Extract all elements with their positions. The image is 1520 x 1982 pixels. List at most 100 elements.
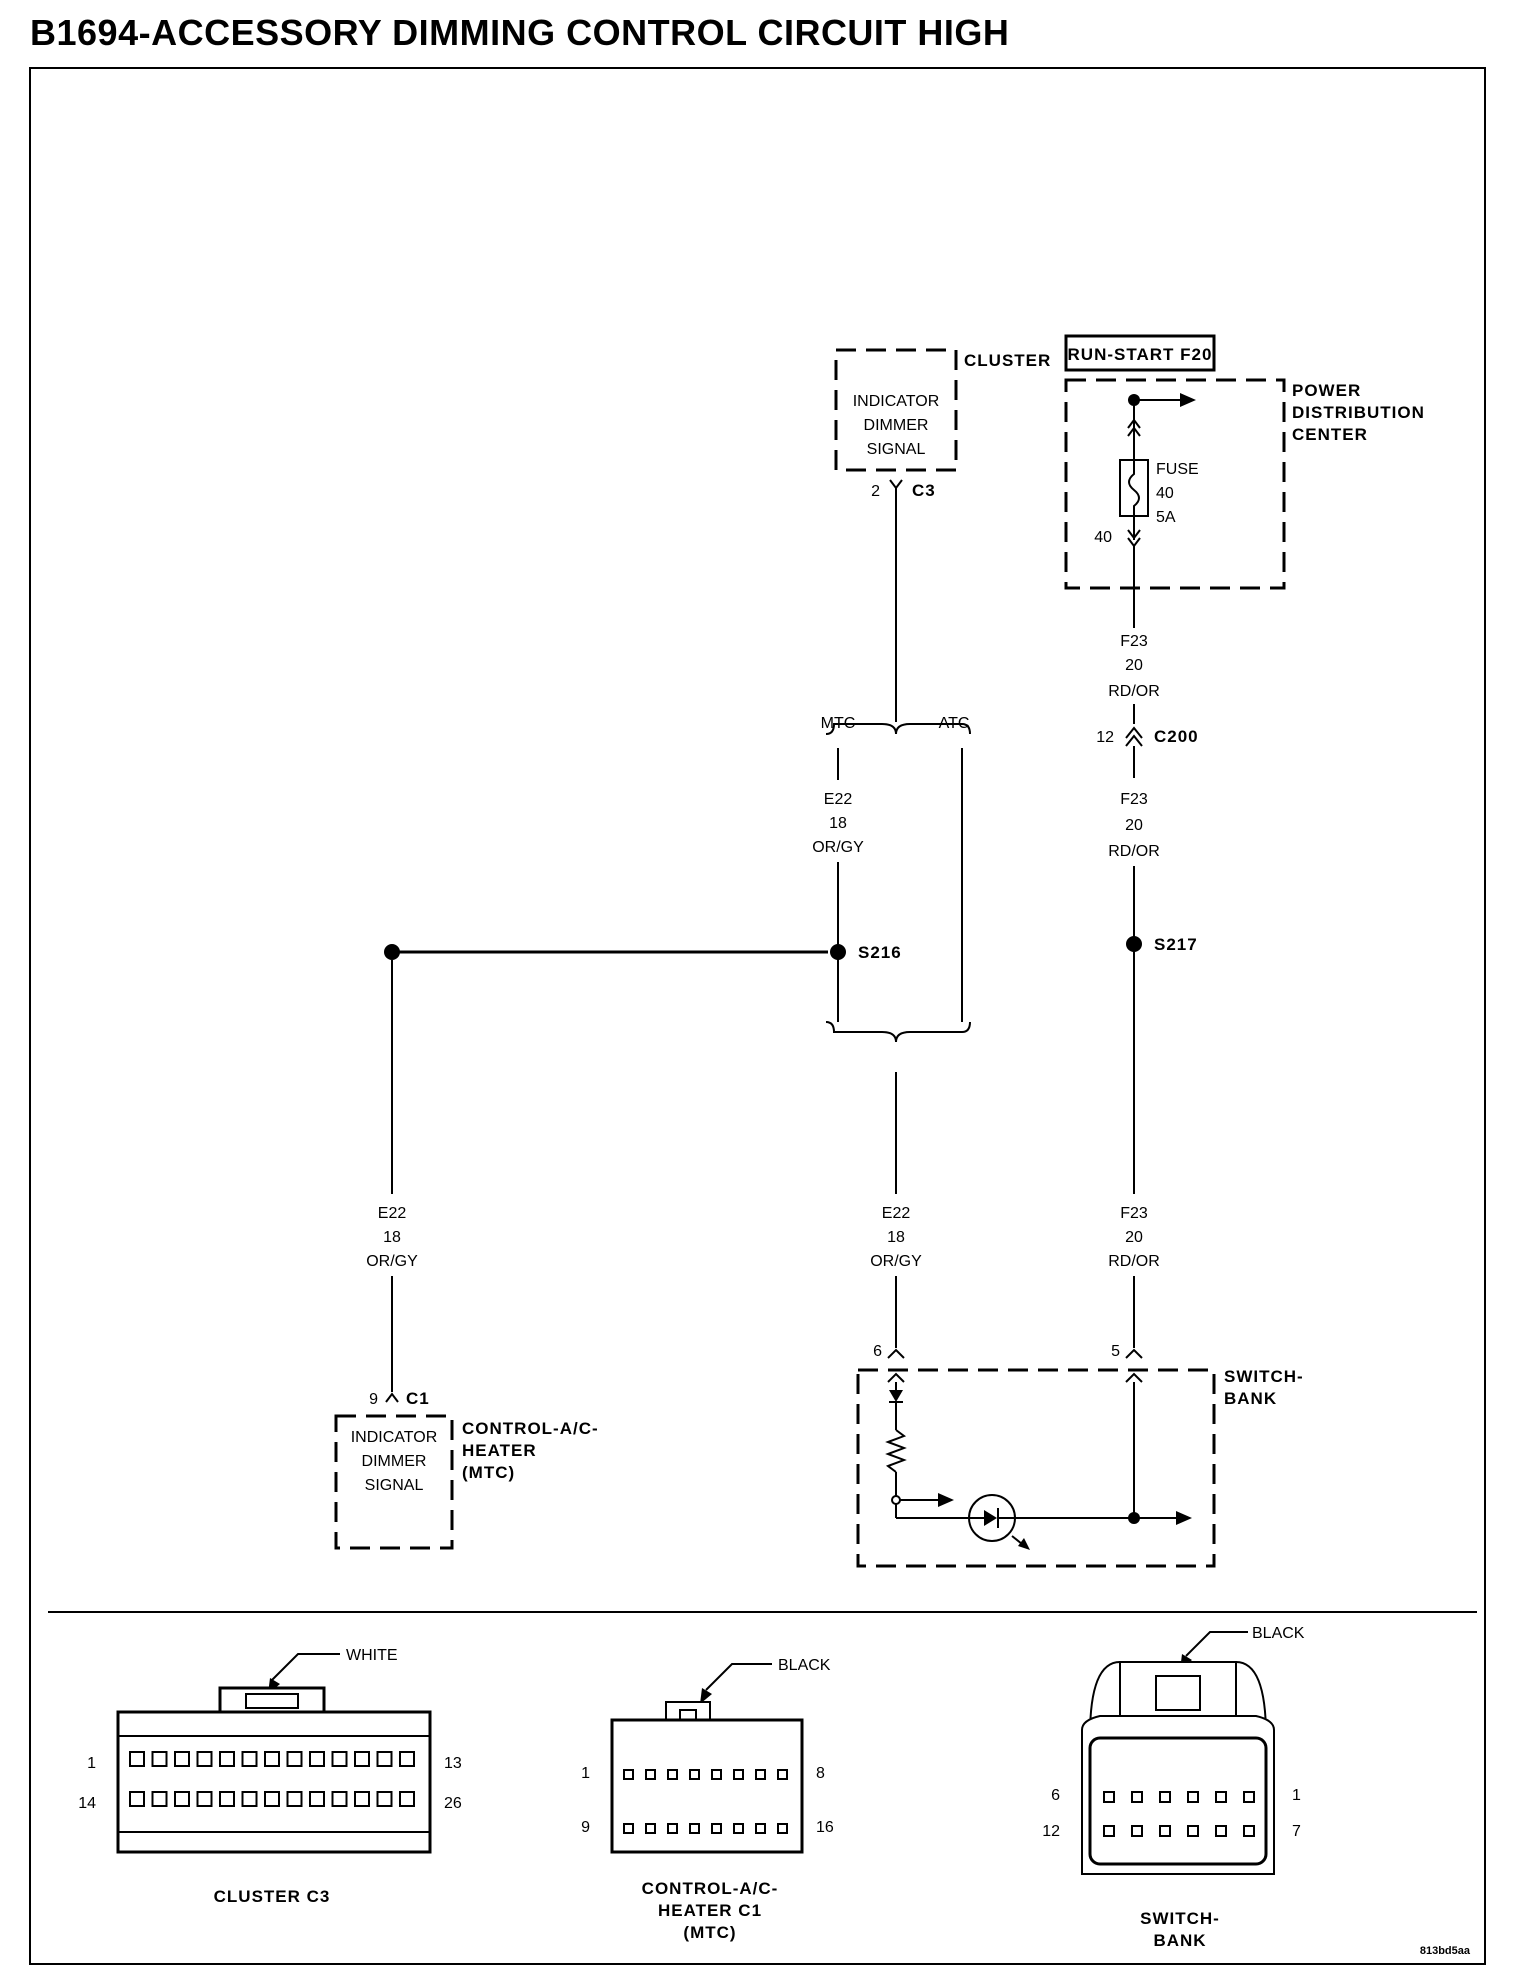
splice-s217 xyxy=(1126,936,1142,952)
c3-pin-cavity xyxy=(331,1751,348,1767)
control-c1-color: BLACK xyxy=(778,1657,831,1674)
switch-view-pin-bottom-right: 7 xyxy=(1292,1823,1301,1840)
e22-upper-circuit: E22 xyxy=(824,791,853,808)
c1-pin-cavity xyxy=(667,1823,678,1834)
c1-pin-cavity xyxy=(777,1823,788,1834)
control-c1-view: BLACK 1 8 9 16 CONTROL-A/C- HEATER C1 (M… xyxy=(581,1657,834,1942)
branch-mtc-label: MTC xyxy=(821,715,856,732)
c3-pin-cavity xyxy=(129,1751,145,1767)
e22-left-gauge: 18 xyxy=(383,1229,401,1246)
splice-s216-label: S216 xyxy=(858,943,902,962)
cluster-pin: 2 xyxy=(871,483,880,500)
c1-pin-cavity xyxy=(689,1769,700,1780)
switch-pin-cavity xyxy=(1215,1791,1227,1803)
e22-lower-circuit: E22 xyxy=(882,1205,911,1222)
f23-upper-gauge: 20 xyxy=(1125,657,1143,674)
c1-pin-cavity xyxy=(667,1769,678,1780)
f23-middle-color: RD/OR xyxy=(1108,843,1160,860)
switch-pin-cavity xyxy=(1159,1791,1171,1803)
e22-upper-color: OR/GY xyxy=(812,839,864,856)
control-c1-caption-line3: (MTC) xyxy=(683,1923,736,1942)
cluster-c3-view: WHITE 1 13 14 26 CLUSTER C3 xyxy=(78,1647,462,1906)
c1-pin-cavity xyxy=(623,1823,634,1834)
cluster-c3-color: WHITE xyxy=(346,1647,398,1664)
cluster-c3-pin-grid xyxy=(129,1751,415,1807)
e22-lower-color: OR/GY xyxy=(870,1253,922,1270)
switch-view-pin-top-right: 1 xyxy=(1292,1787,1301,1804)
control-function-line3: SIGNAL xyxy=(365,1477,424,1494)
c3-pin-cavity xyxy=(399,1751,415,1767)
e22-lower-gauge: 18 xyxy=(887,1229,905,1246)
control-function-line2: DIMMER xyxy=(362,1453,427,1470)
switch-view-pin-top-left: 6 xyxy=(1051,1787,1060,1804)
switch-pin-cavity xyxy=(1243,1791,1255,1803)
fuse-number: 40 xyxy=(1156,485,1174,502)
c1-pin-cavity xyxy=(711,1769,722,1780)
control-ac-heater-component: 9 C1 INDICATOR DIMMER SIGNAL CONTROL-A/C… xyxy=(334,1389,598,1550)
switch-pin-left: 6 xyxy=(873,1343,882,1360)
pdc-component: RUN-START F20 POWER DISTRIBUTION CENTER … xyxy=(1064,334,1425,590)
switch-pin-right: 5 xyxy=(1111,1343,1120,1360)
f23-lower-circuit: F23 xyxy=(1120,1205,1148,1222)
control-c1-caption-line1: CONTROL-A/C- xyxy=(642,1879,779,1898)
c3-pin-cavity xyxy=(354,1751,370,1767)
control-name-line2: HEATER xyxy=(462,1441,537,1460)
f23-lower-color: RD/OR xyxy=(1108,1253,1160,1270)
c200-label: C200 xyxy=(1154,727,1199,746)
c3-pin-bottom-left: 14 xyxy=(78,1795,96,1812)
switch-view-caption-line1: SWITCH- xyxy=(1140,1909,1220,1928)
c3-pin-cavity xyxy=(309,1751,325,1767)
pdc-pin: 40 xyxy=(1094,529,1112,546)
control-connector: C1 xyxy=(406,1389,430,1408)
c3-pin-cavity xyxy=(286,1791,303,1807)
cluster-function-line2: DIMMER xyxy=(864,417,929,434)
switch-pin-cavity xyxy=(1103,1791,1115,1803)
cluster-function-line1: INDICATOR xyxy=(853,393,940,410)
switch-view-color: BLACK xyxy=(1252,1625,1305,1642)
switch-pin-cavity xyxy=(1159,1825,1171,1837)
e22-upper-gauge: 18 xyxy=(829,815,847,832)
fuse-tag: RUN-START F20 xyxy=(1068,345,1213,364)
c3-pin-cavity xyxy=(219,1751,235,1767)
cluster-connector: C3 xyxy=(912,481,936,500)
switch-name-line2: BANK xyxy=(1224,1389,1277,1408)
fuse-rating: 5A xyxy=(1156,509,1176,526)
c3-pin-cavity xyxy=(196,1791,213,1807)
c1-pin-cavity xyxy=(755,1823,766,1834)
f23-upper-circuit: F23 xyxy=(1120,633,1148,650)
switch-pin-cavity xyxy=(1103,1825,1115,1837)
splice-left-node xyxy=(384,944,400,960)
c3-pin-cavity xyxy=(399,1791,415,1807)
c1-pin-cavity xyxy=(623,1769,634,1780)
c3-pin-cavity xyxy=(129,1791,145,1807)
f23-upper-color: RD/OR xyxy=(1108,683,1160,700)
switch-pin-cavity xyxy=(1187,1825,1199,1837)
switch-bank-view: BLACK 6 1 12 7 SWITCH- BANK xyxy=(1042,1625,1305,1950)
cluster-name: CLUSTER xyxy=(964,351,1051,370)
c3-pin-cavity xyxy=(309,1791,325,1807)
control-c1-caption-line2: HEATER C1 xyxy=(658,1901,762,1920)
pdc-name-line2: DISTRIBUTION xyxy=(1292,403,1425,422)
c1-pin-bottom-left: 9 xyxy=(581,1819,590,1836)
c3-pin-cavity xyxy=(376,1751,393,1767)
diagram-frame xyxy=(29,67,1486,1965)
switch-bank-pin-grid xyxy=(1103,1791,1255,1837)
c3-pin-top-right: 13 xyxy=(444,1755,462,1772)
c1-pin-bottom-right: 16 xyxy=(816,1819,834,1836)
c3-pin-cavity xyxy=(151,1791,168,1807)
f23-lower-gauge: 20 xyxy=(1125,1229,1143,1246)
c3-pin-bottom-right: 26 xyxy=(444,1795,462,1812)
cluster-function-line3: SIGNAL xyxy=(867,441,926,458)
c3-pin-cavity xyxy=(376,1791,393,1807)
pdc-name-line1: POWER xyxy=(1292,381,1361,400)
c3-pin-cavity xyxy=(151,1751,168,1767)
page-title: B1694-ACCESSORY DIMMING CONTROL CIRCUIT … xyxy=(30,12,1010,53)
switch-pin-cavity xyxy=(1243,1825,1255,1837)
cluster-c3-caption: CLUSTER C3 xyxy=(214,1887,331,1906)
connector-c200: 12 C200 xyxy=(1096,726,1199,747)
switch-view-caption-line2: BANK xyxy=(1153,1931,1206,1950)
c1-pin-cavity xyxy=(645,1823,656,1834)
splice-s217-label: S217 xyxy=(1154,935,1198,954)
f23-middle-gauge: 20 xyxy=(1125,817,1143,834)
switch-name-line1: SWITCH- xyxy=(1224,1367,1304,1386)
